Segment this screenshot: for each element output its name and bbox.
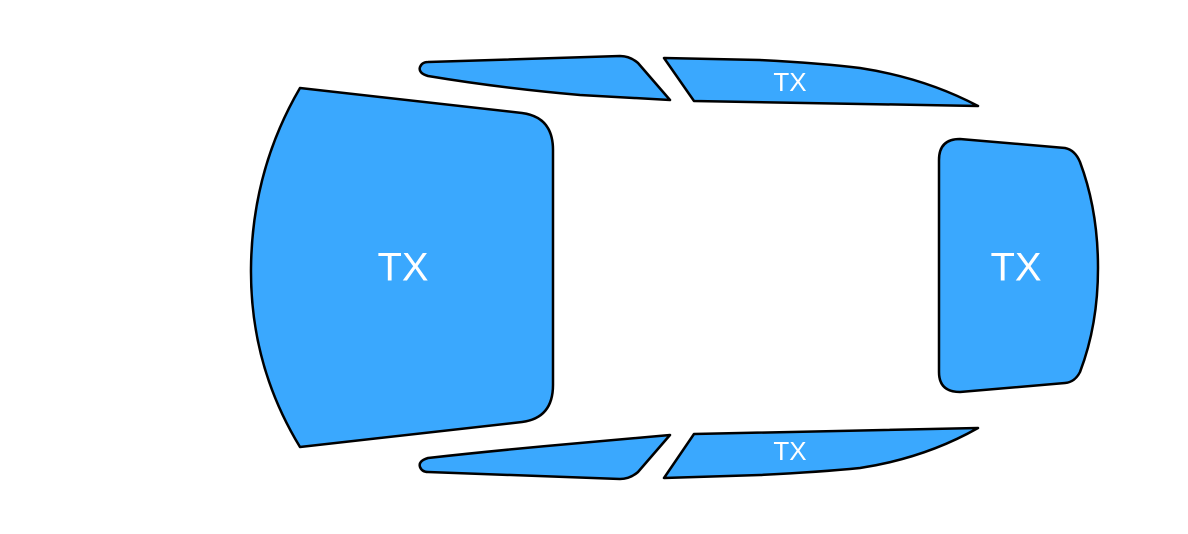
front-right-window-glass[interactable] bbox=[418, 433, 672, 481]
windshield-panel[interactable]: TX bbox=[249, 86, 555, 449]
rear-window-panel[interactable]: TX bbox=[937, 137, 1100, 394]
rear-right-window-panel[interactable]: TX bbox=[662, 426, 980, 480]
front-right-window-panel[interactable] bbox=[418, 433, 672, 481]
rear-left-window-glass[interactable] bbox=[662, 56, 980, 108]
rear-right-window-glass[interactable] bbox=[662, 426, 980, 480]
front-left-window-glass[interactable] bbox=[418, 54, 672, 102]
windshield-glass[interactable] bbox=[249, 86, 555, 449]
rear-left-window-panel[interactable]: TX bbox=[662, 56, 980, 108]
front-left-window-panel[interactable] bbox=[418, 54, 672, 102]
rear-window-glass[interactable] bbox=[937, 137, 1100, 394]
